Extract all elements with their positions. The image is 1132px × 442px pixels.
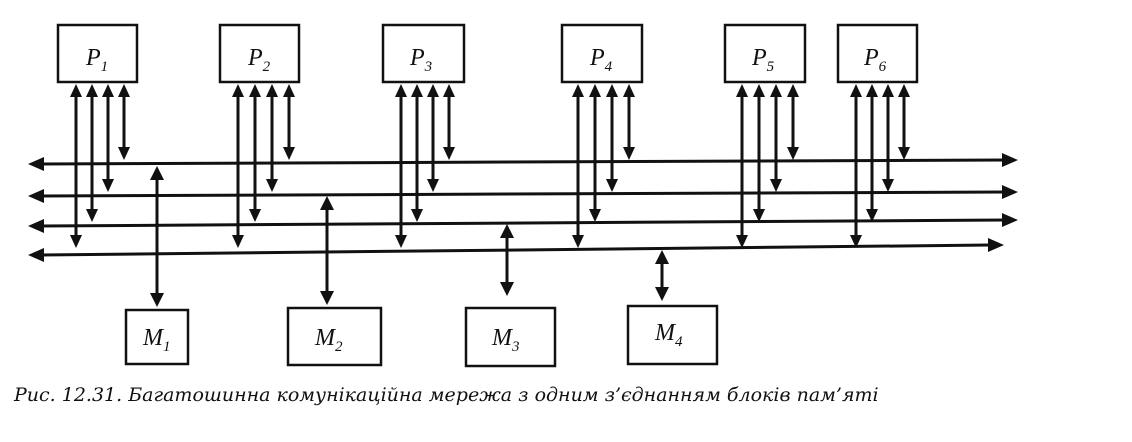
processor-p1-letter: P bbox=[85, 45, 101, 71]
processor-p5-letter: P bbox=[751, 45, 767, 71]
bus-4 bbox=[28, 238, 1004, 262]
bus-2 bbox=[28, 185, 1018, 203]
processor-p1-index: 1 bbox=[101, 59, 109, 75]
processor-p2: P2 bbox=[218, 23, 301, 84]
processor-p2-index: 2 bbox=[263, 59, 271, 75]
processor-p6-link-bus-2 bbox=[882, 84, 894, 192]
memory-m2: M2 bbox=[286, 306, 383, 367]
processor-p5: P5 bbox=[723, 23, 807, 84]
memory-m3-index: 3 bbox=[511, 339, 520, 355]
processor-p2-link-bus-4 bbox=[232, 84, 244, 248]
processor-p6-index: 6 bbox=[879, 59, 887, 75]
svg-text:P4: P4 bbox=[589, 45, 613, 75]
svg-text:P3: P3 bbox=[409, 45, 432, 75]
memory-m3-bus-link bbox=[500, 224, 514, 296]
processor-p1: P1 bbox=[56, 23, 139, 84]
processor-p6-link-bus-3 bbox=[866, 84, 878, 222]
processor-bus-connectors bbox=[70, 84, 910, 248]
memory-m2-letter: M bbox=[314, 325, 337, 351]
processor-p4-link-bus-4 bbox=[572, 84, 584, 248]
svg-text:M3: M3 bbox=[491, 325, 520, 355]
memory-m1: M1 bbox=[124, 308, 190, 366]
processor-p6-link-bus-1 bbox=[898, 84, 910, 160]
processor-p1-link-bus-2 bbox=[102, 84, 114, 192]
processor-p2-letter: P bbox=[247, 45, 263, 71]
memory-m2-bus-link bbox=[320, 196, 334, 305]
memory-m3-letter: M bbox=[491, 325, 514, 351]
bus-1 bbox=[28, 153, 1018, 171]
processor-p1-link-bus-4 bbox=[70, 84, 82, 248]
processor-p6-letter: P bbox=[863, 45, 879, 71]
svg-text:M2: M2 bbox=[314, 325, 343, 355]
svg-text:P5: P5 bbox=[751, 45, 775, 75]
figure-caption: Рис. 12.31. Багатошинна комунікаційна ме… bbox=[14, 384, 879, 406]
processor-p2-link-bus-1 bbox=[283, 84, 295, 160]
processor-p1-link-bus-1 bbox=[118, 84, 130, 160]
processor-p5-link-bus-4 bbox=[736, 84, 748, 248]
processor-p3-index: 3 bbox=[424, 59, 433, 75]
svg-text:P6: P6 bbox=[863, 45, 887, 75]
processor-p3-letter: P bbox=[409, 45, 425, 71]
processor-p5-link-bus-3 bbox=[753, 84, 765, 222]
memory-m3: M3 bbox=[464, 306, 557, 368]
processor-p4-link-bus-3 bbox=[589, 84, 601, 222]
processor-p5-index: 5 bbox=[767, 59, 775, 75]
processor-p2-link-bus-3 bbox=[249, 84, 261, 222]
memory-m2-index: 2 bbox=[335, 339, 343, 355]
memory-m4-bus-link bbox=[655, 250, 669, 301]
processor-p1-link-bus-3 bbox=[86, 84, 98, 222]
processor-p6: P6 bbox=[836, 23, 919, 84]
memory-m4: M4 bbox=[626, 304, 719, 366]
svg-text:P2: P2 bbox=[247, 45, 271, 75]
memory-m1-letter: M bbox=[142, 325, 165, 351]
processor-p3-link-bus-3 bbox=[411, 84, 423, 222]
processor-p4-letter: P bbox=[589, 45, 605, 71]
processor-p4-index: 4 bbox=[605, 59, 613, 75]
memory-m1-index: 1 bbox=[163, 339, 171, 355]
processor-p3: P3 bbox=[381, 23, 466, 84]
processor-p3-link-bus-2 bbox=[427, 84, 439, 192]
processor-p5-link-bus-1 bbox=[787, 84, 799, 160]
svg-text:P1: P1 bbox=[85, 45, 108, 75]
memory-m1-bus-link bbox=[150, 166, 164, 307]
memory-m4-letter: M bbox=[654, 320, 677, 346]
processor-p3-link-bus-4 bbox=[395, 84, 407, 248]
processor-p4: P4 bbox=[560, 23, 644, 84]
memory-m4-index: 4 bbox=[675, 334, 683, 350]
bus-3 bbox=[28, 213, 1018, 233]
processor-p4-link-bus-1 bbox=[623, 84, 635, 160]
processor-p3-link-bus-1 bbox=[443, 84, 455, 160]
processor-p6-link-bus-4 bbox=[850, 84, 862, 248]
svg-text:M1: M1 bbox=[142, 325, 171, 355]
processor-p2-link-bus-2 bbox=[266, 84, 278, 192]
processor-p4-link-bus-2 bbox=[606, 84, 618, 192]
svg-text:M4: M4 bbox=[654, 320, 683, 350]
processor-p5-link-bus-2 bbox=[770, 84, 782, 192]
